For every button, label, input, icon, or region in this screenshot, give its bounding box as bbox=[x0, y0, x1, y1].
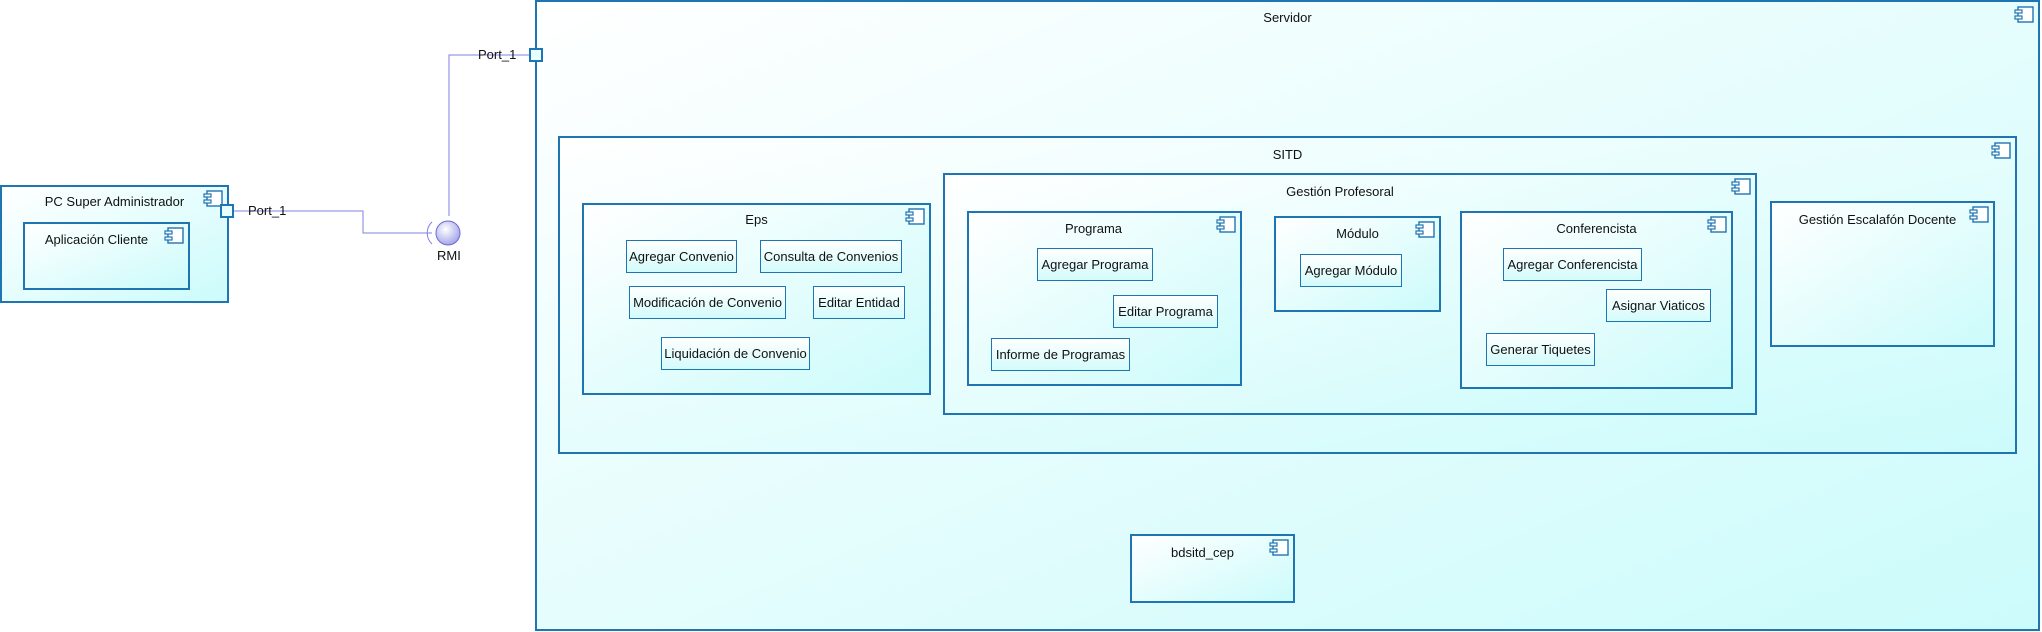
op-agregar-conferencista[interactable]: Agregar Conferencista bbox=[1503, 248, 1642, 281]
escalafon-title: Gestión Escalafón Docente bbox=[1798, 212, 1957, 227]
component-icon bbox=[905, 208, 925, 225]
op-asignar-viaticos[interactable]: Asignar Viaticos bbox=[1606, 289, 1711, 322]
pc-super-administrador-node[interactable]: PC Super Administrador Aplicación Client… bbox=[0, 185, 229, 303]
modulo-title: Módulo bbox=[1336, 226, 1379, 241]
servidor-title: Servidor bbox=[1263, 10, 1312, 25]
component-icon bbox=[1269, 539, 1289, 556]
rmi-label: RMI bbox=[437, 248, 461, 263]
conferencista-title: Conferencista bbox=[1556, 221, 1637, 236]
op-generar-tiquetes[interactable]: Generar Tiquetes bbox=[1486, 333, 1595, 366]
bdsitd-cep-component[interactable]: bdsitd_cep bbox=[1130, 534, 1295, 603]
component-icon bbox=[2014, 6, 2034, 23]
component-icon bbox=[1415, 221, 1435, 238]
aplicacion-cliente-component[interactable]: Aplicación Cliente bbox=[23, 222, 190, 290]
client-port-label: Port_1 bbox=[248, 203, 287, 218]
rmi-socket-arc bbox=[426, 221, 433, 245]
programa-title: Programa bbox=[1064, 221, 1123, 236]
server-port-label: Port_1 bbox=[478, 47, 517, 62]
assembly-connector-server bbox=[448, 54, 529, 216]
component-icon bbox=[1969, 206, 1989, 223]
pc-title: PC Super Administrador bbox=[44, 194, 185, 209]
component-icon bbox=[1216, 216, 1236, 233]
db-title: bdsitd_cep bbox=[1171, 545, 1234, 560]
server-port[interactable] bbox=[529, 48, 543, 62]
rmi-interface[interactable] bbox=[435, 220, 461, 246]
eps-title: Eps bbox=[745, 212, 768, 227]
component-icon bbox=[203, 190, 223, 207]
op-liquidacion-convenio[interactable]: Liquidación de Convenio bbox=[661, 337, 810, 370]
component-icon bbox=[164, 227, 184, 244]
client-port[interactable] bbox=[220, 204, 234, 218]
op-editar-programa[interactable]: Editar Programa bbox=[1113, 295, 1218, 328]
op-agregar-convenio[interactable]: Agregar Convenio bbox=[626, 240, 737, 273]
provided-interface-icon bbox=[435, 220, 461, 246]
op-consulta-convenios[interactable]: Consulta de Convenios bbox=[760, 240, 902, 273]
op-modificacion-convenio[interactable]: Modificación de Convenio bbox=[629, 286, 786, 319]
op-editar-entidad[interactable]: Editar Entidad bbox=[813, 286, 905, 319]
op-agregar-modulo[interactable]: Agregar Módulo bbox=[1300, 254, 1402, 287]
gestion-profesoral-title: Gestión Profesoral bbox=[1286, 184, 1394, 199]
op-agregar-programa[interactable]: Agregar Programa bbox=[1037, 248, 1153, 281]
gestion-escalafon-component[interactable]: Gestión Escalafón Docente bbox=[1770, 201, 1995, 347]
app-title: Aplicación Cliente bbox=[44, 232, 149, 247]
component-icon bbox=[1731, 178, 1751, 195]
op-informe-programas[interactable]: Informe de Programas bbox=[991, 338, 1130, 371]
component-icon bbox=[1991, 142, 2011, 159]
assembly-connector-client bbox=[234, 210, 432, 234]
component-icon bbox=[1707, 216, 1727, 233]
sitd-title: SITD bbox=[1272, 147, 1303, 162]
